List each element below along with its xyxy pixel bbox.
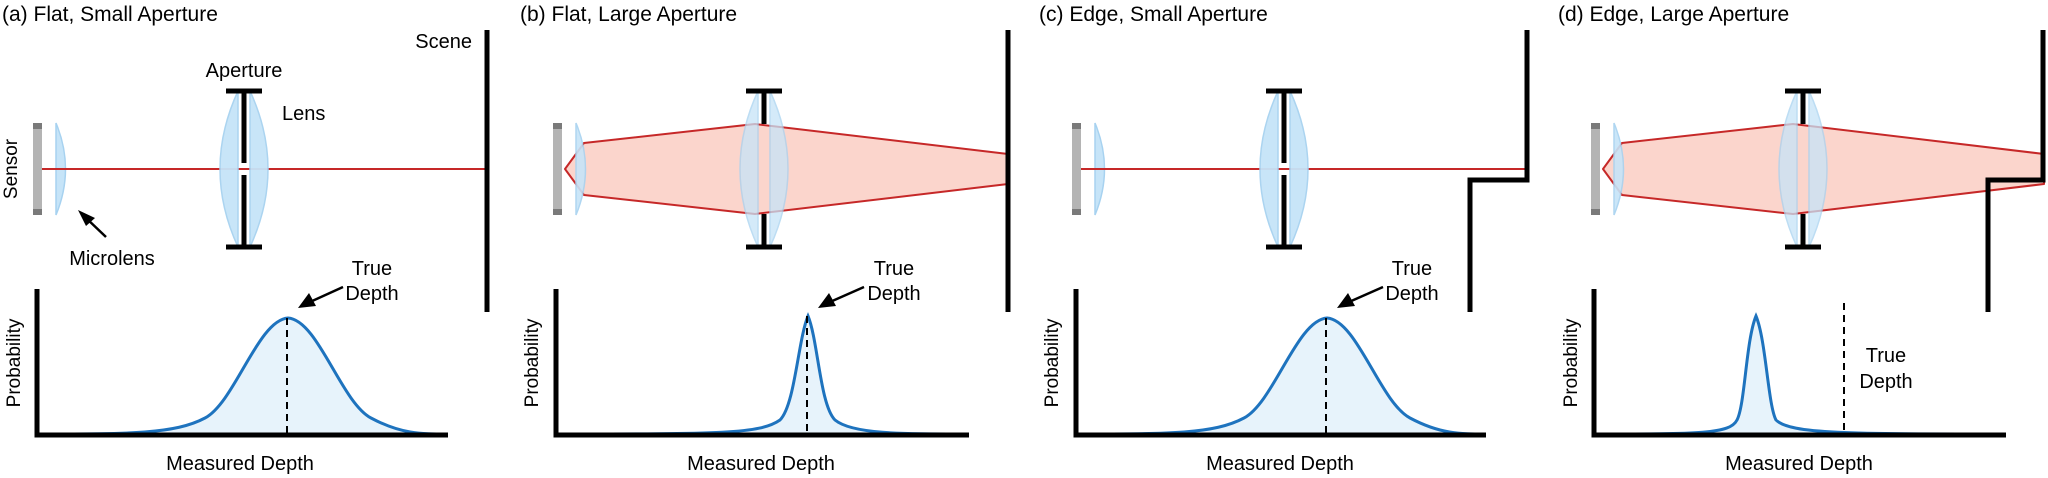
panel-a: (a) Flat, Small Aperture Sensor Aperture… — [1, 3, 490, 475]
y-axis-label: Probability — [522, 318, 543, 407]
panel-title: (c) Edge, Small Aperture — [1039, 3, 1268, 26]
true-depth-label-2: Depth — [1385, 283, 1438, 305]
aperture-label: Aperture — [206, 60, 283, 82]
aperture-small — [226, 88, 262, 250]
true-depth-label-2: Depth — [345, 283, 398, 305]
plot-axes — [553, 289, 969, 438]
true-depth-label-1: True — [1392, 258, 1432, 280]
probability-plot: Probability Measured Depth True Depth — [4, 258, 449, 475]
x-axis-label: Measured Depth — [1206, 453, 1354, 475]
distribution-curve — [1593, 312, 2007, 436]
true-depth-arrow — [1337, 285, 1384, 308]
panel-title: (b) Flat, Large Aperture — [520, 3, 737, 26]
panel-title: (d) Edge, Large Aperture — [1558, 3, 1789, 26]
microlens-label: Microlens — [69, 248, 155, 270]
sensor-label: Sensor — [1, 138, 22, 199]
distribution-fill — [556, 316, 969, 434]
probability-plot: Probability Measured Depth True Depth — [1042, 258, 1487, 475]
x-axis-label: Measured Depth — [687, 453, 835, 475]
true-depth-label-1: True — [874, 258, 914, 280]
true-depth-arrow — [818, 285, 865, 308]
scene-edge — [1985, 30, 2046, 312]
y-axis-label: Probability — [1042, 318, 1063, 407]
panel-b: (b) Flat, Large Aperture Probability — [520, 3, 1011, 475]
y-axis-label: Probability — [4, 318, 25, 407]
distribution-fill — [1076, 318, 1486, 434]
panel-c: (c) Edge, Small Aperture Probability — [1039, 3, 1530, 475]
sensor — [1072, 123, 1081, 215]
true-depth-label-2: Depth — [1859, 371, 1912, 393]
lens-label: Lens — [282, 103, 325, 125]
y-axis-label: Probability — [1561, 318, 1582, 407]
scene-edge — [1467, 30, 1530, 312]
true-depth-label-2: Depth — [867, 283, 920, 305]
distribution-fill — [37, 318, 448, 434]
plot-axes — [1073, 289, 1486, 438]
microlens-arrow — [78, 210, 107, 238]
probability-plot: Probability Measured Depth True Depth — [522, 258, 970, 475]
microlens — [575, 122, 587, 216]
panel-d: (d) Edge, Large Aperture Probability — [1558, 3, 2046, 475]
plot-axes — [1591, 289, 2006, 438]
plot-axes — [34, 289, 448, 438]
true-depth-label-1: True — [1866, 345, 1906, 367]
probability-plot: Probability Measured Depth True Depth — [1561, 289, 2007, 475]
panel-title: (a) Flat, Small Aperture — [2, 3, 218, 26]
distribution-curve — [555, 312, 970, 436]
aperture-large — [746, 88, 782, 250]
microlens — [1613, 122, 1625, 216]
sensor — [553, 123, 562, 215]
distribution-fill — [1594, 316, 2006, 434]
distribution-curve — [1075, 316, 1487, 436]
sensor — [33, 123, 42, 215]
scene-label: Scene — [415, 31, 472, 53]
true-depth-arrow — [298, 285, 344, 308]
aperture-large — [1785, 88, 1821, 250]
true-depth-label-1: True — [352, 258, 392, 280]
sensor — [1591, 123, 1600, 215]
aperture-small — [1266, 88, 1302, 250]
x-axis-label: Measured Depth — [166, 453, 314, 475]
x-axis-label: Measured Depth — [1725, 453, 1873, 475]
distribution-curve — [36, 316, 449, 436]
